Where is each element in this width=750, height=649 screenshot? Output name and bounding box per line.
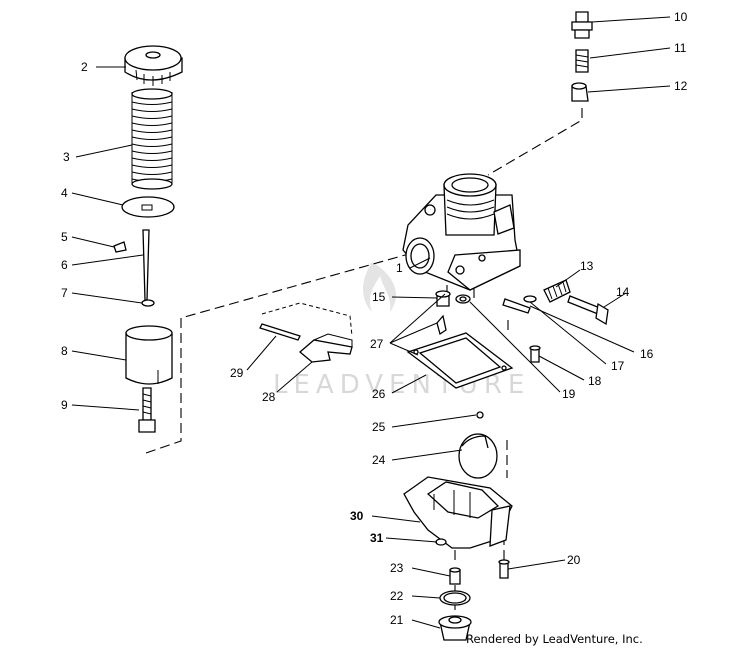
- callout-25: 25: [372, 420, 386, 434]
- callout-7: 7: [61, 286, 68, 300]
- callout-13: 13: [580, 259, 594, 273]
- part-29-float-pin: [259, 323, 301, 341]
- part-19-washer: [455, 294, 471, 304]
- callout-27: 27: [370, 337, 384, 351]
- part-11-spring: [575, 49, 589, 73]
- part-12-cap: [571, 82, 589, 102]
- watermark: LEADVENTURE: [273, 262, 524, 400]
- part-9-screw: [138, 387, 156, 433]
- part-25-pin: [476, 411, 484, 419]
- leader-lines: [71, 16, 671, 629]
- part-10-fitting: [571, 11, 593, 39]
- callout-20: 20: [567, 553, 581, 567]
- part-24-float: [458, 433, 498, 479]
- callout-30: 30: [350, 509, 364, 523]
- part-7-washer: [141, 299, 155, 307]
- part-4-retainer-plate: [121, 196, 175, 218]
- callout-8: 8: [61, 344, 68, 358]
- part-1-carburetor-body: [402, 173, 521, 291]
- part-27-float-valve: [436, 314, 447, 336]
- callout-15: 15: [372, 290, 386, 304]
- callout-21: 21: [390, 613, 404, 627]
- part-3-throttle-spring: [131, 88, 173, 190]
- callout-16: 16: [640, 347, 654, 361]
- part-13-spring: [543, 279, 571, 303]
- callout-23: 23: [390, 561, 404, 575]
- callout-14: 14: [616, 285, 630, 299]
- part-18-jet: [529, 345, 541, 363]
- part-16-pilot-screw: [502, 298, 531, 314]
- callout-5: 5: [61, 230, 68, 244]
- callout-19: 19: [562, 387, 576, 401]
- callout-1: 1: [396, 261, 403, 275]
- callout-labels: 2 3 4 5 6 7 8 9 10 11 12 1 13 14 15 16 1…: [61, 10, 688, 627]
- callout-6: 6: [61, 258, 68, 272]
- callout-12: 12: [674, 79, 688, 93]
- callout-26: 26: [372, 387, 386, 401]
- part-22-o-ring: [439, 590, 471, 606]
- part-6-jet-needle: [142, 229, 150, 301]
- footer-credit: Rendered by LeadVenture, Inc.: [466, 632, 643, 646]
- part-23-main-jet: [449, 567, 461, 585]
- callout-10: 10: [674, 10, 688, 24]
- part-14-adjusting-screw: [567, 295, 609, 326]
- callout-17: 17: [611, 359, 625, 373]
- callout-2: 2: [81, 60, 88, 74]
- part-15-needle-jet: [435, 290, 451, 307]
- callout-9: 9: [61, 398, 68, 412]
- float-arm-dash-outline: [261, 302, 353, 337]
- callout-31: 31: [370, 531, 384, 545]
- part-20-screw: [498, 559, 510, 579]
- callout-4: 4: [61, 186, 68, 200]
- part-2-carb-cap: [124, 45, 183, 86]
- callout-29: 29: [230, 366, 244, 380]
- part-21-drain-plug: [438, 615, 472, 641]
- assembly-dash-lines: [145, 108, 583, 612]
- callout-24: 24: [372, 453, 386, 467]
- part-8-throttle-slide: [125, 325, 173, 385]
- callout-3: 3: [63, 150, 70, 164]
- part-5-needle-clip: [113, 241, 127, 253]
- callout-18: 18: [588, 374, 602, 388]
- callout-28: 28: [262, 390, 276, 404]
- part-31-drain-plug: [435, 538, 447, 546]
- part-30-float-bowl: [403, 476, 513, 549]
- callout-11: 11: [674, 41, 687, 55]
- part-28-float-arm: [298, 333, 353, 363]
- callout-22: 22: [390, 589, 404, 603]
- part-26-float-bowl-gasket: [406, 332, 514, 389]
- part-17-o-ring: [523, 295, 537, 303]
